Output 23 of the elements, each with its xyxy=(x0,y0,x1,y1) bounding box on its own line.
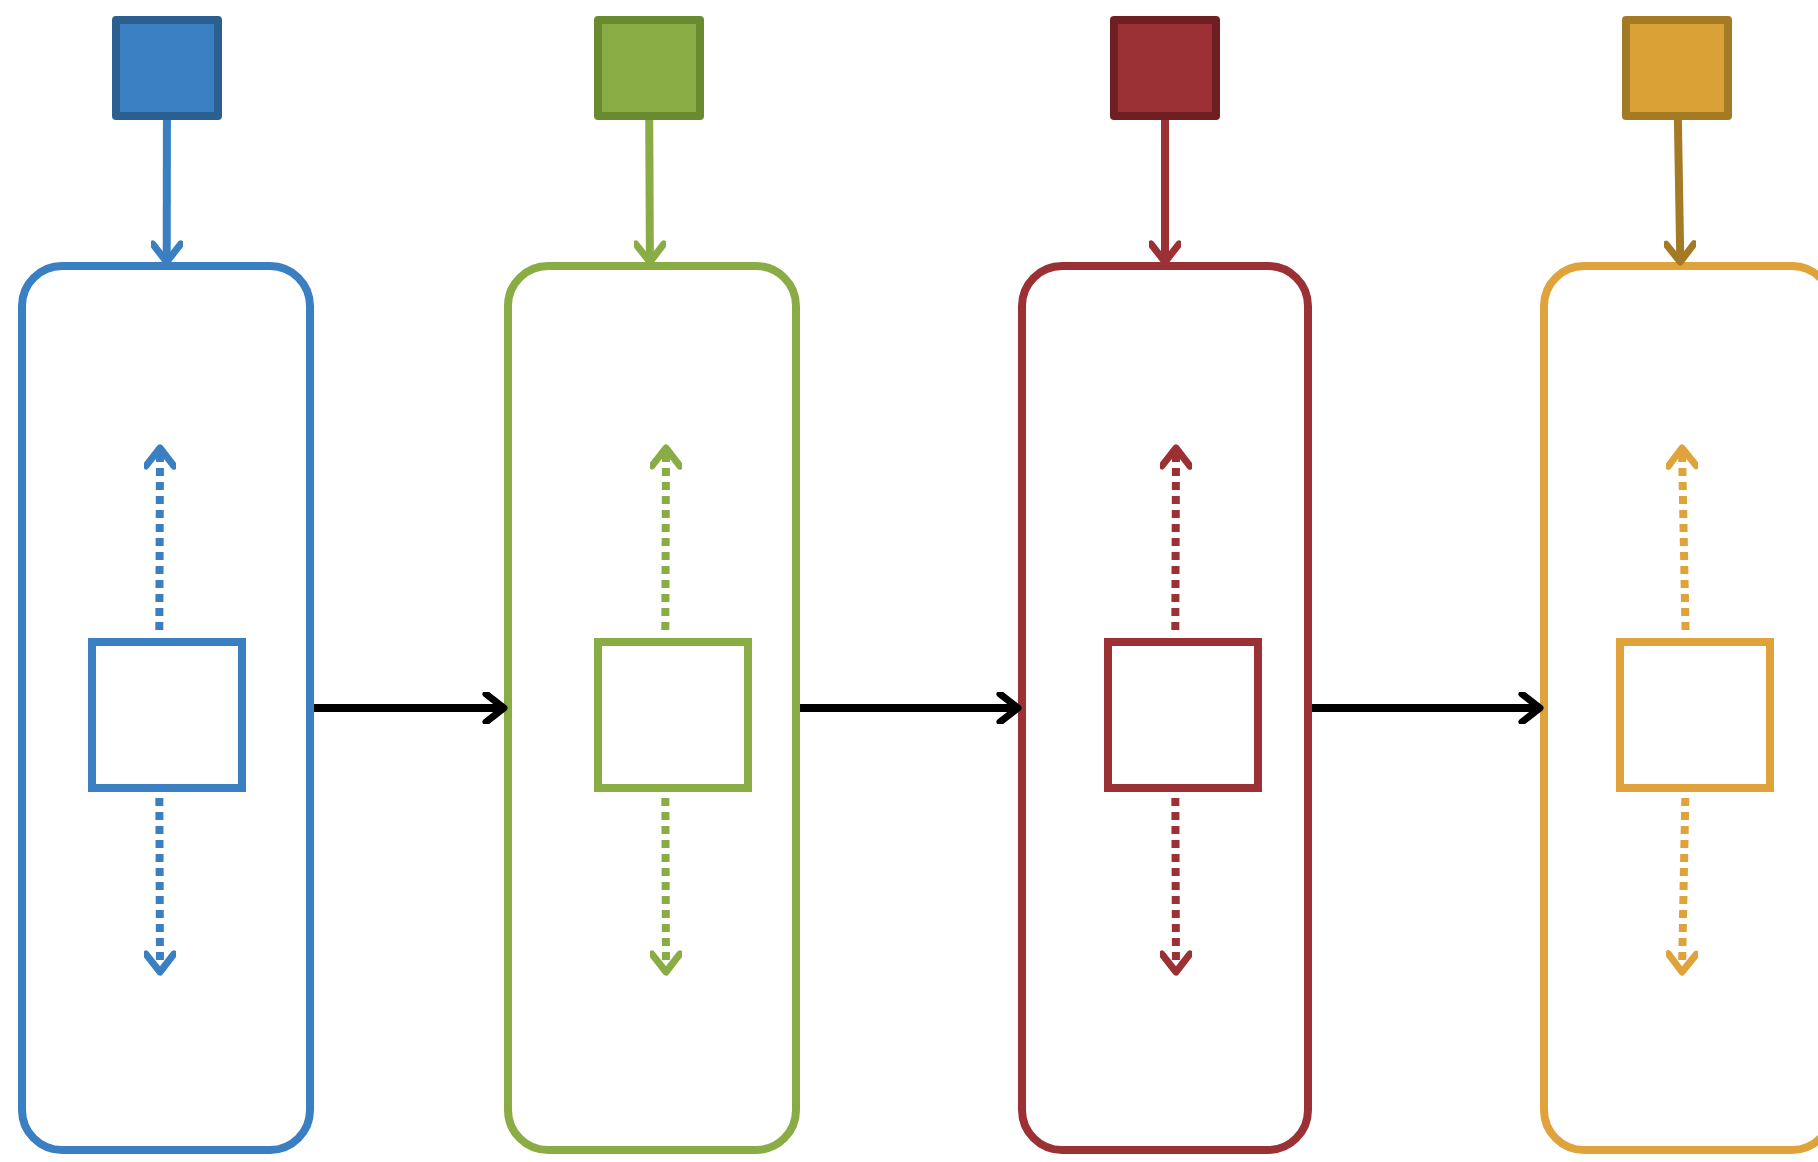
square-block xyxy=(594,16,704,120)
dashed-arrow xyxy=(1158,444,1194,630)
square-block xyxy=(1622,16,1732,120)
arrow xyxy=(314,690,508,726)
square-box xyxy=(1616,638,1774,792)
square-block xyxy=(1110,16,1220,120)
square-box xyxy=(88,638,246,792)
arrow xyxy=(632,119,668,266)
arrow xyxy=(800,690,1022,726)
square-box xyxy=(594,638,752,792)
rounded-panel xyxy=(18,262,314,1154)
dashed-arrow xyxy=(142,444,178,630)
arrow xyxy=(1662,119,1698,266)
dashed-arrow xyxy=(1664,444,1700,631)
rounded-panel xyxy=(504,262,800,1154)
square-box xyxy=(1104,638,1262,792)
dashed-arrow xyxy=(648,444,684,630)
rounded-panel xyxy=(1540,262,1818,1154)
arrow xyxy=(1312,690,1544,726)
arrow xyxy=(149,120,185,266)
arrow xyxy=(1147,120,1183,266)
rounded-panel xyxy=(1018,262,1312,1154)
square-block xyxy=(112,16,222,120)
